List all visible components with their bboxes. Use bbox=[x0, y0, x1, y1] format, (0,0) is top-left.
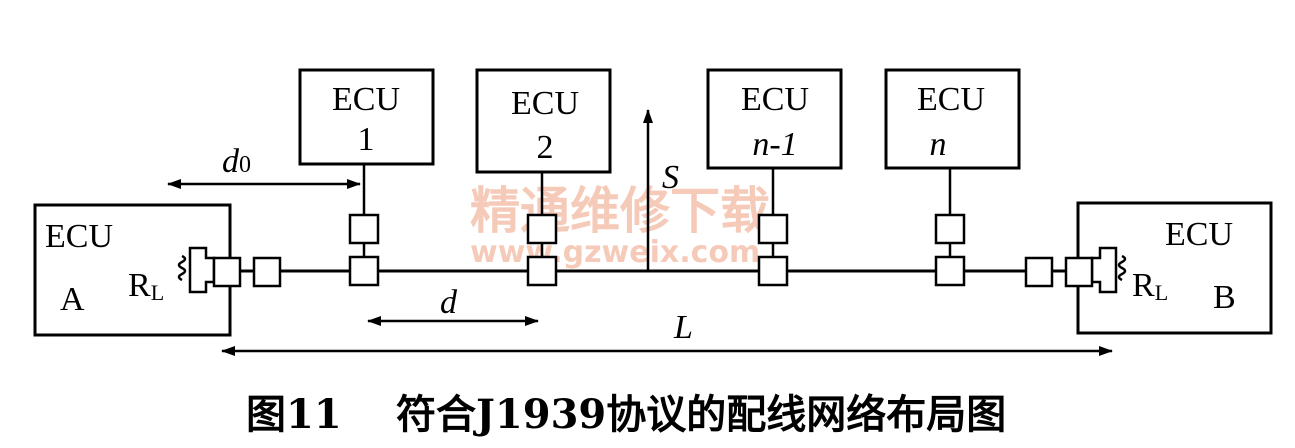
ecu-b-letter: B bbox=[1213, 279, 1236, 316]
ecu-1-connector bbox=[348, 213, 380, 245]
ecu-b-label: ECU bbox=[1165, 216, 1233, 253]
d0-label: d0 bbox=[222, 143, 251, 180]
resistor-a-body bbox=[188, 246, 216, 294]
ecu-n-label: ECU bbox=[917, 81, 985, 118]
d0-main: d bbox=[222, 143, 240, 180]
ecu-n-minus-1-label: ECU bbox=[741, 81, 809, 118]
resistor-a-symbol: R bbox=[128, 267, 151, 304]
ecu-2-tap bbox=[526, 255, 558, 287]
resistor-a-subscript: L bbox=[151, 280, 164, 305]
ecu-1-node: ECU 1 bbox=[298, 68, 435, 287]
d0-sub: 0 bbox=[239, 152, 251, 178]
watermark-url: www.gzweix.com bbox=[470, 235, 760, 270]
ecu-n-minus-1-box bbox=[706, 68, 843, 170]
resistor-b-label: RL bbox=[1132, 267, 1168, 305]
ecu-1-tap bbox=[348, 255, 380, 287]
ecu-a-label: ECU bbox=[45, 218, 113, 255]
resistor-b-symbol: R bbox=[1132, 267, 1155, 304]
figure-number: 图11 bbox=[246, 391, 342, 438]
ecu-n-index: n bbox=[930, 126, 947, 163]
resistor-b-body bbox=[1090, 246, 1118, 294]
ecu-2-box bbox=[475, 68, 612, 174]
ecu-2-connector bbox=[526, 213, 558, 245]
ecu-a-letter: A bbox=[60, 281, 85, 318]
ecu-b-port bbox=[1064, 256, 1094, 288]
ecu-n-node: ECU n bbox=[884, 68, 1021, 287]
ecu-2-index: 2 bbox=[537, 129, 554, 166]
s-label: S bbox=[662, 159, 679, 196]
bus-connector-a bbox=[252, 256, 282, 288]
ecu-1-index: 1 bbox=[358, 121, 375, 158]
ecu-1-box bbox=[298, 68, 435, 166]
ecu-n-minus-1-tap bbox=[757, 255, 789, 287]
watermark-title: 精通维修下载 bbox=[470, 182, 770, 240]
resistor-a-coil-icon bbox=[177, 254, 187, 282]
ecu-n-minus-1-node: ECU n-1 bbox=[706, 68, 843, 287]
d-label: d bbox=[440, 284, 458, 321]
ecu-n-connector bbox=[934, 213, 966, 245]
resistor-b-coil-icon bbox=[1117, 254, 1127, 282]
resistor-a-label: RL bbox=[128, 267, 164, 305]
ecu-1-label: ECU bbox=[332, 81, 400, 118]
ecu-a-node: ECU A RL bbox=[33, 203, 242, 337]
ecu-n-minus-1-index: n-1 bbox=[752, 126, 797, 163]
ecu-b-node: ECU B RL bbox=[1064, 201, 1273, 335]
ecu-n-box bbox=[884, 68, 1021, 170]
bus-connector-b bbox=[1024, 256, 1054, 288]
ecu-a-port bbox=[212, 256, 242, 288]
ecu-2-label: ECU bbox=[511, 85, 579, 122]
figure-title: 符合J1939协议的配线网络布局图 bbox=[396, 391, 1006, 438]
ecu-n-tap bbox=[934, 255, 966, 287]
l-label: L bbox=[673, 309, 693, 346]
resistor-b-subscript: L bbox=[1155, 280, 1168, 305]
ecu-n-minus-1-connector bbox=[757, 213, 789, 245]
ecu-2-node: ECU 2 bbox=[475, 68, 612, 287]
